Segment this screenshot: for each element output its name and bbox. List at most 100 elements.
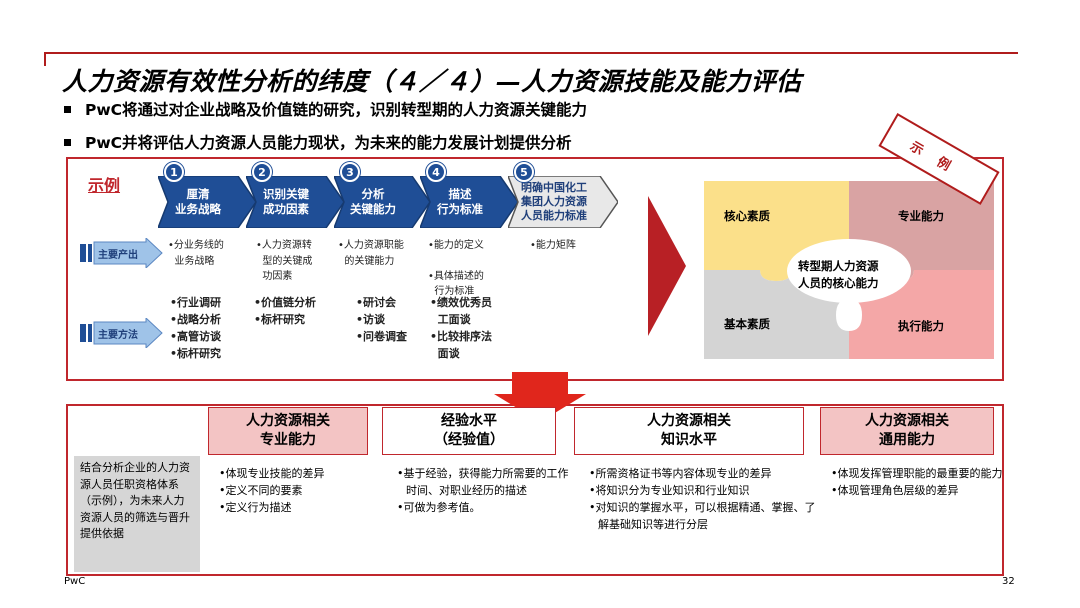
- arrow-icon: [80, 238, 163, 268]
- column-header-line: 人力资源相关: [647, 413, 731, 430]
- step-label: 分析 关键能力: [350, 187, 396, 216]
- column-header: 人力资源相关通用能力: [820, 407, 994, 455]
- step-label: 识别关键 成功因素: [263, 187, 309, 216]
- column-item: •所需资格证书等内容体现专业的差异: [589, 467, 772, 480]
- puzzle-center: 转型期人力资源 人员的核心能力: [798, 259, 879, 290]
- column-header-line: （经验值）: [434, 432, 504, 448]
- column-item: •将知识分为专业知识和行业知识: [589, 484, 750, 498]
- column-header: 人力资源相关知识水平: [574, 407, 804, 455]
- method-line: •高管访谈: [170, 330, 222, 344]
- column-header-line: 通用能力: [879, 432, 935, 448]
- column-item: •体现专业技能的差异: [219, 467, 325, 480]
- chevron-shape: [158, 176, 256, 228]
- output-cell: •能力矩阵: [530, 238, 576, 254]
- column-item: •可做为参考值。: [397, 501, 481, 515]
- method-line: •战略分析: [170, 313, 222, 327]
- page-title: 人力资源有效性分析的纬度（４／４）—人力资源技能及能力评估: [62, 67, 802, 96]
- column-header-line: 专业能力: [260, 432, 316, 448]
- output-line: •能力矩阵: [530, 240, 576, 251]
- column-header-line: 知识水平: [661, 432, 717, 448]
- output-line: 型的关键成: [256, 255, 313, 267]
- column-item: •定义行为描述: [219, 501, 292, 515]
- method-line: •价值链分析: [254, 296, 317, 309]
- method-cell: •绩效优秀员 工面谈 •比较排序法 面谈: [430, 294, 492, 362]
- method-line: 工面谈: [430, 313, 471, 327]
- chevron-shape: [246, 176, 344, 228]
- step-number-badge: 1: [164, 162, 184, 182]
- puzzle-diagram: [704, 181, 994, 359]
- process-step-1: 厘清 业务战略 1: [158, 162, 256, 228]
- chevron-shape: [334, 176, 430, 228]
- column-text: •基于经验，获得能力所需要的工作时间、对职业经历的描述 •可做为参考值。: [397, 465, 579, 516]
- step-number-badge: 2: [252, 162, 272, 182]
- method-cell: •行业调研 •战略分析 •高管访谈 •标杆研究: [170, 294, 221, 362]
- puzzle-basic-quality: 基本素质: [724, 317, 770, 331]
- column-item: •体现管理角色层级的差异: [831, 484, 959, 498]
- process-step-3: 分析 关键能力 3: [334, 162, 430, 228]
- column-item: •基于经验，获得能力所需要的工作时间、对职业经历的描述: [397, 467, 569, 498]
- bullet-square-icon: [64, 138, 71, 146]
- row-label-output: 主要产出: [80, 238, 164, 268]
- output-cell: •人力资源职能 的关键能力: [338, 238, 404, 269]
- bullet-2: PwC并将评估人力资源人员能力现状，为未来的能力发展计划提供分析: [64, 131, 572, 153]
- step-label: 厘清 业务战略: [175, 187, 221, 216]
- column-text: •体现专业技能的差异 •定义不同的要素 •定义行为描述: [219, 465, 387, 516]
- method-line: •标杆研究: [170, 347, 222, 361]
- column-text: •体现发挥管理职能的最重要的能力 •体现管理角色层级的差异: [831, 465, 1009, 499]
- column-item: •体现发挥管理职能的最重要的能力: [831, 467, 1003, 480]
- output-line: •具体描述的: [428, 270, 484, 282]
- output-cell: •能力的定义 •具体描述的 行为标准: [428, 238, 484, 300]
- method-line: •比较排序法: [430, 330, 493, 344]
- top-rule: [44, 52, 1018, 54]
- method-line: 面谈: [430, 347, 460, 361]
- output-line: •能力的定义: [428, 240, 484, 251]
- method-line: •标杆研究: [254, 313, 306, 327]
- output-line: 的关键能力: [338, 255, 395, 267]
- method-line: •问卷调查: [356, 330, 408, 344]
- puzzle-professional: 专业能力: [898, 209, 944, 223]
- step-label: 明确中国化工 集团人力资源 人员能力标准: [521, 180, 587, 223]
- puzzle-execution: 执行能力: [898, 319, 944, 333]
- output-line: 功因素: [256, 271, 293, 282]
- right-arrow-icon: [648, 196, 686, 336]
- top-rule-tick: [44, 52, 46, 66]
- process-step-2: 识别关键 成功因素 2: [246, 162, 344, 228]
- down-arrow-icon: [494, 372, 586, 422]
- chevron-shape: [508, 176, 618, 228]
- bullet-1: PwC将通过对企业战略及价值链的研究，识别转型期的人力资源关键能力: [64, 98, 587, 120]
- example-label: 示例: [88, 176, 121, 195]
- row-label-method: 主要方法: [80, 318, 164, 348]
- bullet-square-icon: [64, 105, 71, 113]
- method-line: •访谈: [356, 313, 386, 327]
- column-item: •定义不同的要素: [219, 484, 303, 498]
- chevron-shape: [420, 176, 518, 228]
- column-header: 经验水平 （经验值）: [382, 407, 556, 455]
- method-cell: •研讨会 •访谈 •问卷调查: [356, 294, 407, 345]
- output-line: 业务战略: [168, 255, 215, 267]
- footer-brand: PwC: [64, 576, 86, 587]
- column-header-line: 人力资源相关: [246, 413, 330, 430]
- output-line: 行为标准: [428, 286, 475, 297]
- puzzle-core-quality: 核心素质: [724, 209, 770, 223]
- method-line: •绩效优秀员: [430, 296, 493, 309]
- method-line: •行业调研: [170, 296, 222, 309]
- output-cell: •分业务线的 业务战略: [168, 238, 224, 269]
- step-label: 描述 行为标准: [437, 187, 483, 216]
- output-line: •人力资源职能: [338, 240, 404, 251]
- page-number: 32: [1002, 576, 1015, 587]
- arrow-icon: [80, 318, 163, 348]
- column-header: 人力资源相关专业能力: [208, 407, 368, 455]
- output-line: [428, 254, 484, 269]
- left-note: 结合分析企业的人力资源人员任职资格体系（示例），为未来人力资源人员的筛选与晋升提…: [74, 456, 200, 572]
- step-number-badge: 5: [514, 162, 534, 182]
- column-item: •对知识的掌握水平，可以根据精通、掌握、了解基础知识等进行分层: [589, 501, 816, 532]
- column-text: •所需资格证书等内容体现专业的差异 •将知识分为专业知识和行业知识 •对知识的掌握水…: [589, 465, 821, 533]
- method-line: •研讨会: [356, 296, 397, 309]
- method-cell: •价值链分析 •标杆研究: [254, 294, 316, 328]
- output-cell: •人力资源转 型的关键成 功因素: [256, 238, 312, 285]
- output-line: •分业务线的: [168, 240, 224, 251]
- column-header-line: 经验水平: [441, 413, 497, 430]
- step-number-badge: 3: [340, 162, 360, 182]
